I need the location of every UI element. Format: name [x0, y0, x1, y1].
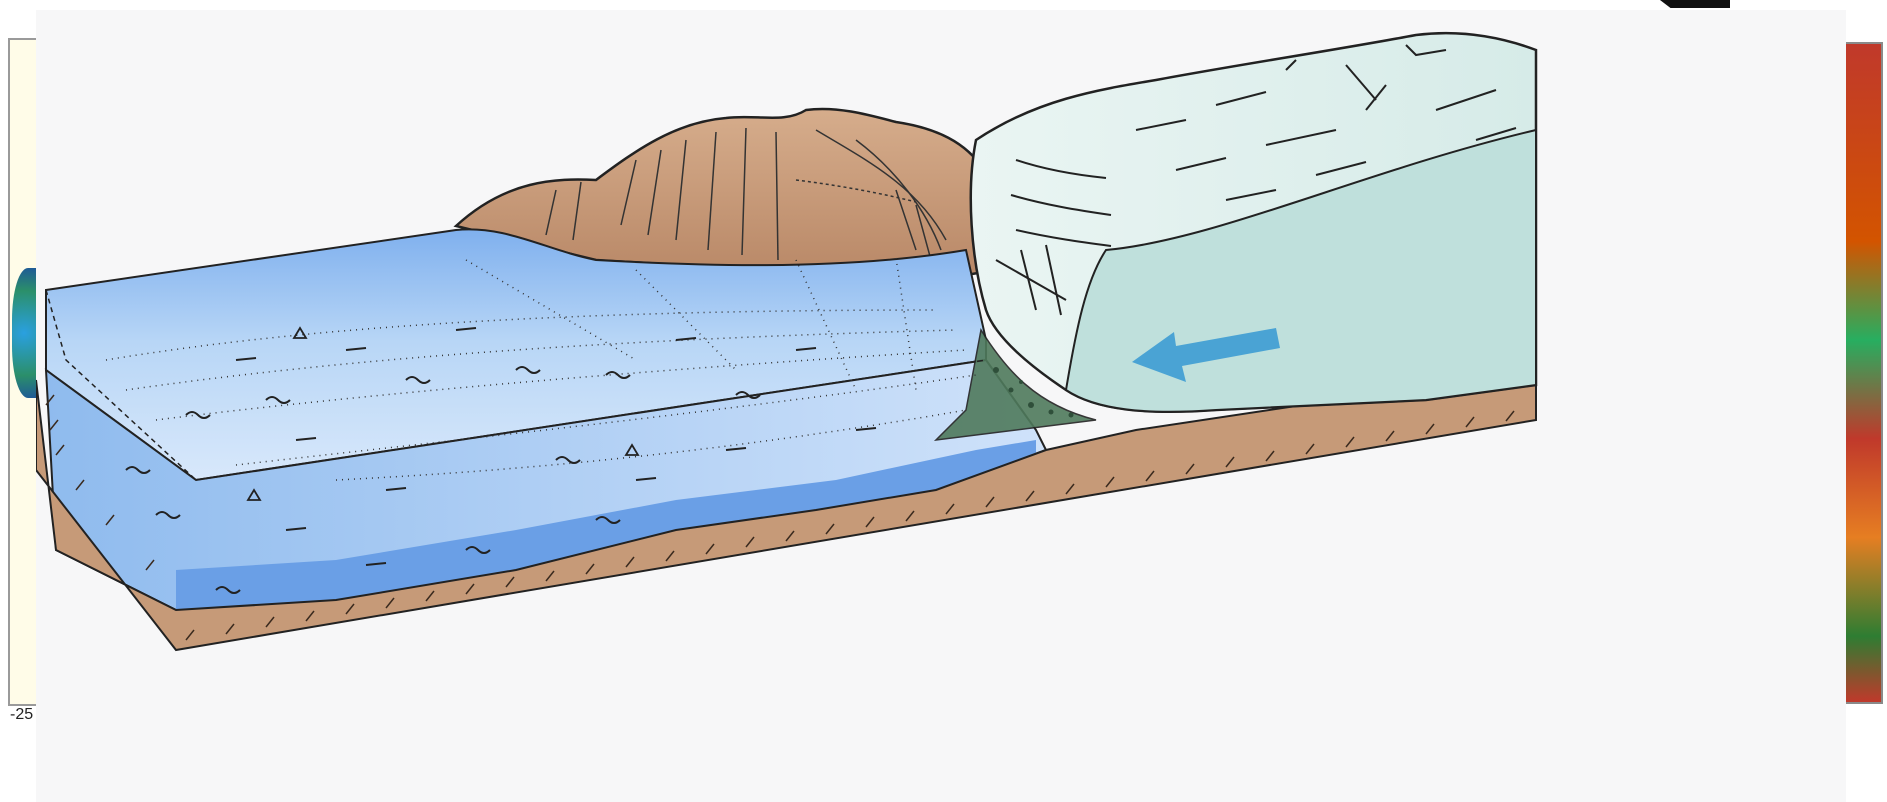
left-axis-tick-label: -25: [10, 706, 33, 724]
right-map-panel: [1843, 42, 1883, 704]
glacial-lake-block-diagram: [36, 10, 1846, 802]
diagram-canvas: [36, 10, 1846, 802]
corner-mark: [1660, 0, 1730, 8]
